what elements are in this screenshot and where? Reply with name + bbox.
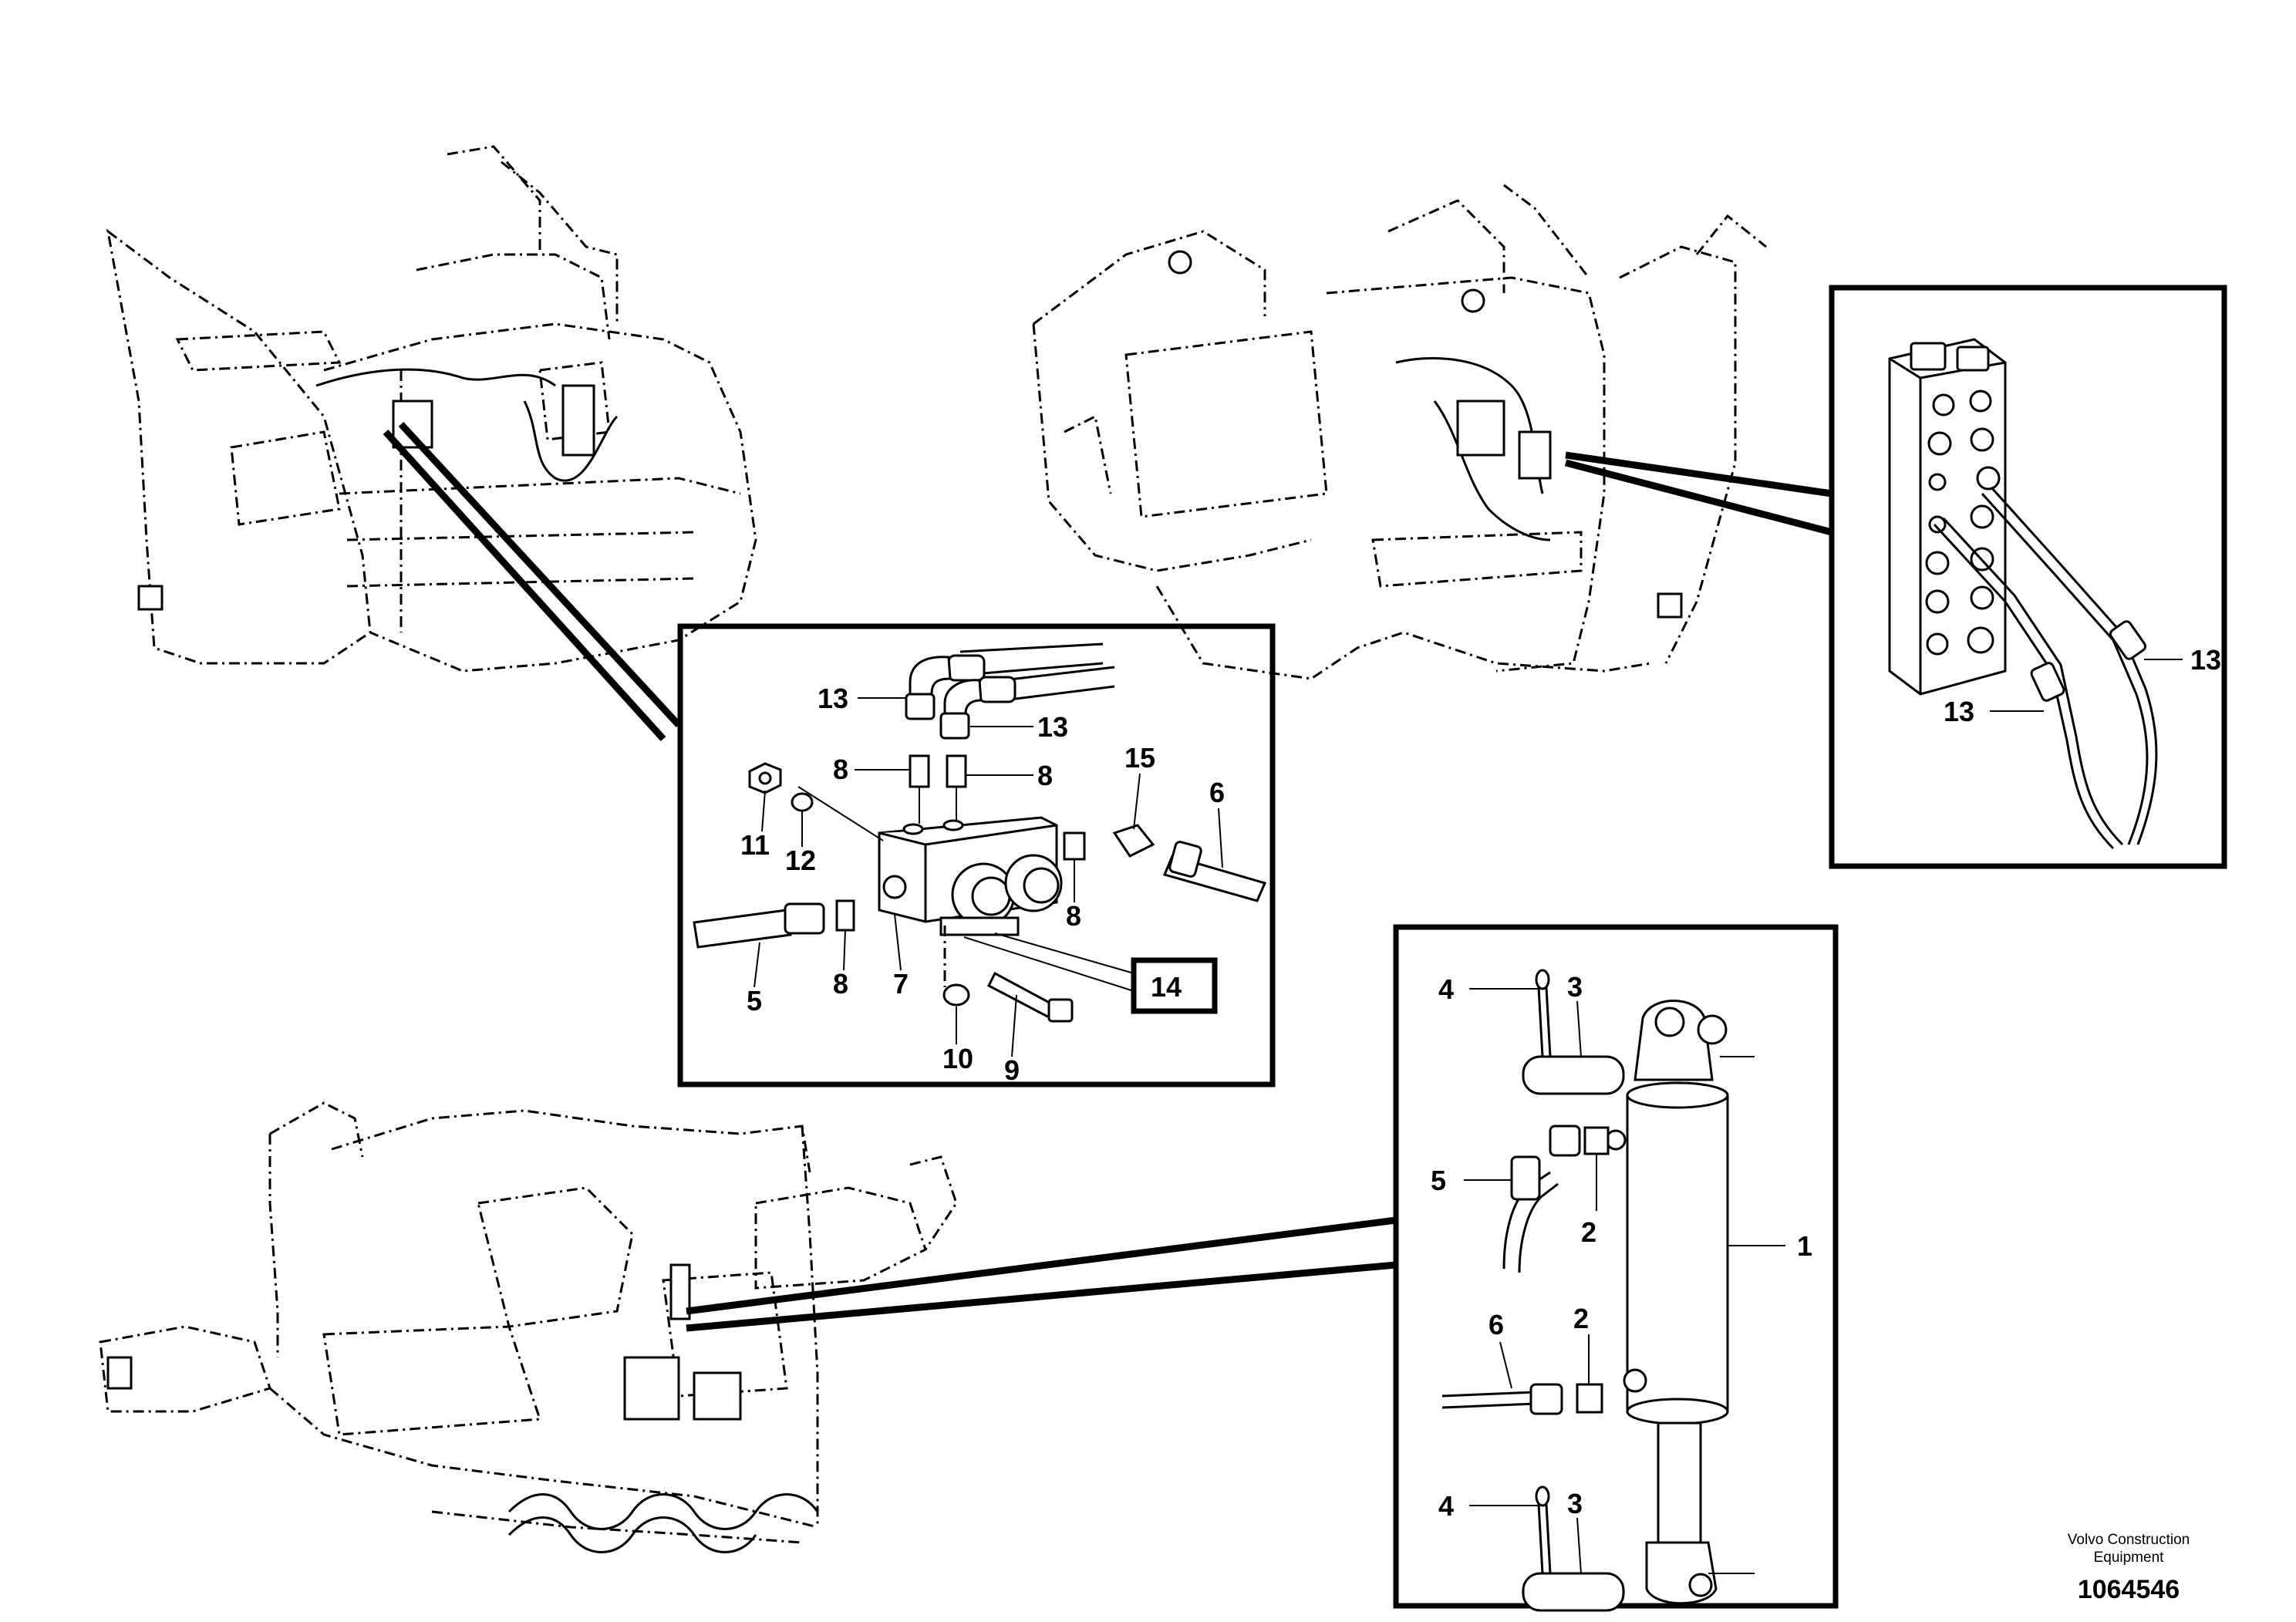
callout-10: 10 xyxy=(942,1043,973,1074)
detail-box-control-manifold xyxy=(1829,285,2227,869)
callout-11: 11 xyxy=(740,829,770,861)
callout-labels: 13 13 8 8 15 6 11 12 8 14 5 8 7 10 9 13 … xyxy=(740,644,2221,1522)
callout-3: 3 xyxy=(1567,1488,1583,1519)
callout-14: 14 xyxy=(1151,971,1182,1003)
callout-4: 4 xyxy=(1438,1490,1454,1522)
callout-2: 2 xyxy=(1573,1303,1589,1334)
callout-8: 8 xyxy=(833,754,848,785)
callout-4: 4 xyxy=(1438,973,1454,1005)
machine-view-bottom-left xyxy=(99,1101,958,1553)
callout-13: 13 xyxy=(1037,711,1068,743)
detail-box-valve-block xyxy=(677,623,1276,1088)
callout-6: 6 xyxy=(1209,777,1225,808)
callout-9: 9 xyxy=(1004,1054,1020,1086)
brand-line-1: Volvo Construction xyxy=(2067,1532,2190,1548)
callout-5: 5 xyxy=(747,985,762,1017)
leader-lines xyxy=(383,421,1833,1332)
callout-1: 1 xyxy=(1797,1230,1812,1262)
document-number: 1064546 xyxy=(2077,1575,2180,1604)
callout-2: 2 xyxy=(1581,1216,1596,1248)
callout-13: 13 xyxy=(1944,696,1974,727)
callout-15: 15 xyxy=(1124,742,1155,774)
callout-12: 12 xyxy=(785,845,816,876)
callout-3: 3 xyxy=(1567,971,1583,1003)
callout-8: 8 xyxy=(1066,900,1081,932)
callout-6: 6 xyxy=(1489,1309,1504,1340)
brand-line-2: Equipment xyxy=(2093,1549,2164,1566)
brand-label: Volvo Construction Equipment xyxy=(2005,1531,2252,1566)
callout-8: 8 xyxy=(1037,760,1053,791)
callout-13: 13 xyxy=(818,683,848,714)
machine-view-top-left xyxy=(106,145,757,673)
callout-7: 7 xyxy=(893,968,909,1000)
machine-view-top-right xyxy=(1032,184,1767,680)
callout-8: 8 xyxy=(833,968,848,1000)
callout-5: 5 xyxy=(1431,1165,1446,1196)
callout-13: 13 xyxy=(2190,644,2221,676)
detail-box-hydraulic-cylinder xyxy=(1393,924,1839,1612)
